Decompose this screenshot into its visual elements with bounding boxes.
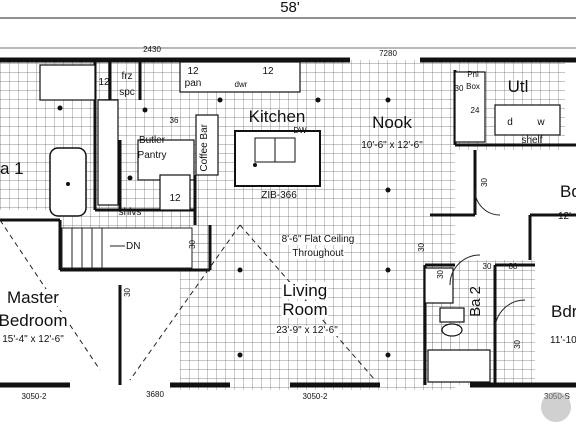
exterior-walls [0, 57, 576, 388]
dryer-label: d [507, 117, 513, 128]
living-label: Living [281, 281, 329, 300]
master-label: Master [6, 288, 60, 307]
living-size: 23'-9" x 12'-6" [275, 325, 339, 336]
dw-label: DW [293, 126, 307, 135]
bath2-label: Ba 2 [467, 286, 484, 317]
dim-top-right: 7280 [379, 49, 397, 58]
dim-30-e: 30 [436, 270, 445, 279]
light-fixtures [57, 97, 391, 358]
dim-bottom-3: 3050-2 [302, 392, 328, 401]
utility-label: Utl [507, 77, 529, 96]
dwr-label: dwr [234, 80, 248, 89]
dim-30-d: 30 [123, 288, 132, 297]
kitchen-label: Kitchen [248, 107, 306, 126]
island-label: ZIB-366 [261, 190, 297, 201]
coffee-bar-label: Coffee Bar [199, 124, 210, 172]
bed-right-top-size: 12'- [558, 211, 575, 222]
bed-right-bottom-label: Bdr [551, 302, 576, 321]
cab-12-b-label: 12 [169, 193, 181, 204]
dim-30-g: 30 [513, 340, 522, 349]
dim-30-c: 30 [188, 240, 197, 249]
master-size: 15'-4" x 12'-6" [1, 334, 65, 345]
door-swings [449, 189, 526, 331]
bed-right-bottom-size: 11'-10 [550, 335, 576, 346]
bed-right-top-label: Bd [560, 182, 576, 201]
nook-size: 10'-6" x 12'-6" [361, 140, 423, 151]
butler-label: Butler [138, 135, 166, 146]
pan-label: pan [184, 78, 202, 89]
dim-30-b: 30 [480, 178, 489, 187]
master-label-2: Bedroom [0, 312, 69, 329]
dim-bottom-2: 3680 [146, 390, 164, 399]
kitchen-island [234, 130, 321, 187]
bath1-label: a 1 [0, 159, 24, 178]
pan-12-label: 12 [187, 66, 199, 77]
dim-top-left: 2430 [143, 45, 161, 54]
range-12-label: 12 [262, 66, 274, 77]
dim-bottom-1: 3050-2 [21, 392, 47, 401]
counters [39, 61, 561, 383]
pnl-label: Pnl [467, 70, 479, 79]
dim-24: 24 [470, 106, 480, 115]
washer-label: w [537, 117, 545, 128]
bathtub [49, 147, 87, 217]
dim-36: 36 [169, 116, 179, 125]
spc-label: spc [119, 87, 135, 98]
watermark-logo-icon [541, 392, 571, 422]
toilet [439, 307, 465, 337]
stairs-dn-label: DN [125, 241, 142, 252]
dim-30-h: 30 [417, 243, 426, 252]
shelf-label: shelf [521, 135, 543, 146]
dim-80: 80 [508, 262, 518, 271]
cab-12-label: 12 [98, 77, 110, 88]
dim-30-a: 30 [454, 84, 464, 93]
dim-30-f: 30 [482, 262, 492, 271]
overall-width-label: 58' [280, 0, 300, 16]
shelves-label: shlvs [118, 207, 142, 218]
nook-label: Nook [372, 113, 412, 132]
frz-label: frz [121, 71, 133, 82]
pantry-label: Pantry [137, 150, 167, 161]
ceiling-note-2: Throughout [291, 248, 345, 259]
ceiling-note: 8'-6" Flat Ceiling [280, 234, 356, 245]
box-label: Box [466, 82, 480, 91]
living-label-2: Room [281, 300, 329, 319]
